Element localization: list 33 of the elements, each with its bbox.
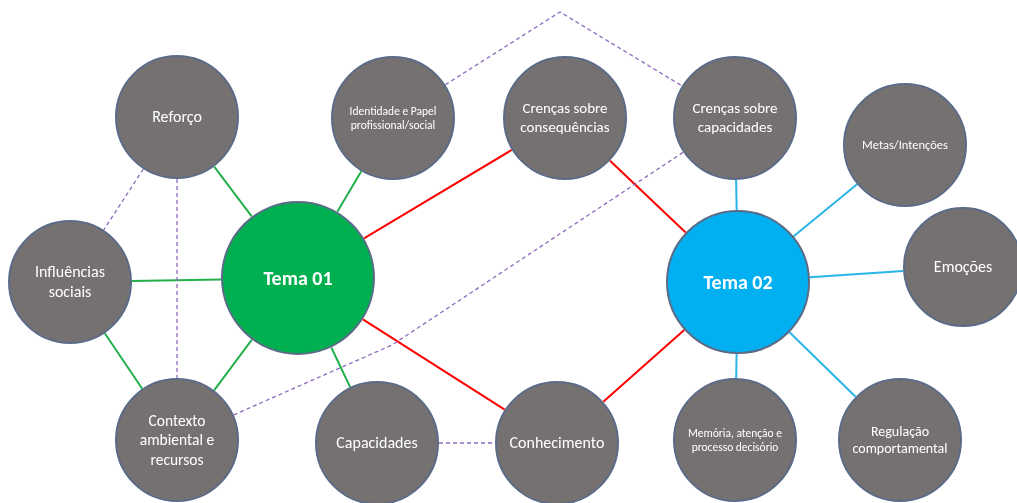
connector-line — [792, 183, 859, 238]
topic-label: Metas/Intenções — [862, 137, 948, 153]
topic-label: Emoções — [933, 257, 993, 277]
topic-label: Memória, atenção e processo decisório — [687, 425, 783, 455]
dashed-connector — [103, 168, 144, 231]
topic-label: Identidade e Papel profissional/social — [348, 103, 438, 133]
connector-line — [361, 318, 506, 411]
connector-line — [808, 270, 905, 279]
connector-line — [609, 159, 687, 234]
dashed-connector — [176, 178, 178, 379]
topic-label: Regulação comportamental — [851, 422, 949, 458]
topic-label: Capacidades — [336, 433, 418, 453]
connector-line — [213, 165, 253, 218]
topic-label: Conhecimento — [509, 433, 605, 453]
topic-label: Tema 01 — [263, 265, 333, 291]
connector-line — [330, 346, 352, 389]
connector-line — [788, 331, 857, 398]
connector-line — [602, 328, 686, 403]
connector-line — [336, 170, 363, 213]
dashed-connector — [444, 11, 683, 87]
topic-label: Crenças sobre capacidades — [691, 99, 779, 137]
topic-label: Contexto ambiental e recursos — [138, 410, 216, 470]
topic-label: Reforço — [152, 107, 202, 127]
connector-line — [735, 353, 738, 379]
connector-line — [103, 332, 144, 390]
connector-line — [131, 278, 222, 282]
topic-label: Tema 02 — [703, 269, 773, 295]
connector-line — [735, 179, 738, 211]
topic-label: Crenças sobre consequências — [519, 99, 611, 137]
connector-line — [363, 148, 513, 240]
connector-line — [213, 338, 253, 392]
dashed-connector — [233, 151, 684, 416]
topic-label: Influências sociais — [34, 262, 106, 302]
